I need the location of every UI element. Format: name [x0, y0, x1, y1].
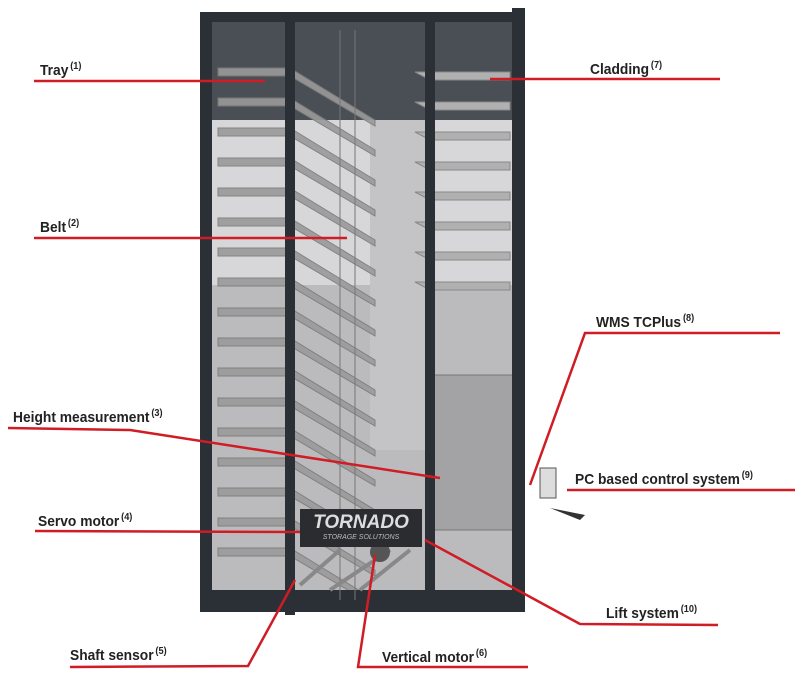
logo-tagline: STORAGE SOLUTIONS — [322, 534, 400, 541]
pc-monitor — [539, 467, 557, 499]
tornado-logo: TORNADO STORAGE SOLUTIONS — [300, 509, 422, 547]
frame-base — [200, 590, 525, 612]
frame-post — [200, 15, 212, 610]
label-wms-tcplus: WMS TCPlus(8) — [596, 313, 695, 331]
leader-lines — [7, 77, 795, 669]
label-pc-control-system: PC based control system(9) — [575, 470, 753, 488]
frame-post — [425, 12, 435, 612]
pc-keyboard — [550, 508, 585, 520]
logo-brand: TORNADO — [313, 512, 409, 533]
label-belt: Belt(2) — [40, 218, 80, 236]
label-tray: Tray(1) — [40, 61, 82, 79]
label-cladding: Cladding(7) — [590, 60, 663, 78]
label-lift-system: Lift system(10) — [606, 604, 698, 622]
control-cabinet — [431, 374, 515, 531]
frame-top-beam — [200, 12, 525, 22]
frame-post — [285, 15, 295, 615]
label-servo-motor: Servo motor(4) — [38, 512, 133, 530]
label-shaft-sensor: Shaft sensor(5) — [70, 646, 167, 664]
label-height-measurement: Height measurement(3) — [13, 408, 163, 426]
tray-stack-left — [217, 67, 376, 607]
lift-shaft — [370, 120, 425, 450]
label-vertical-motor: Vertical motor(6) — [382, 648, 488, 666]
frame-post — [512, 8, 525, 593]
